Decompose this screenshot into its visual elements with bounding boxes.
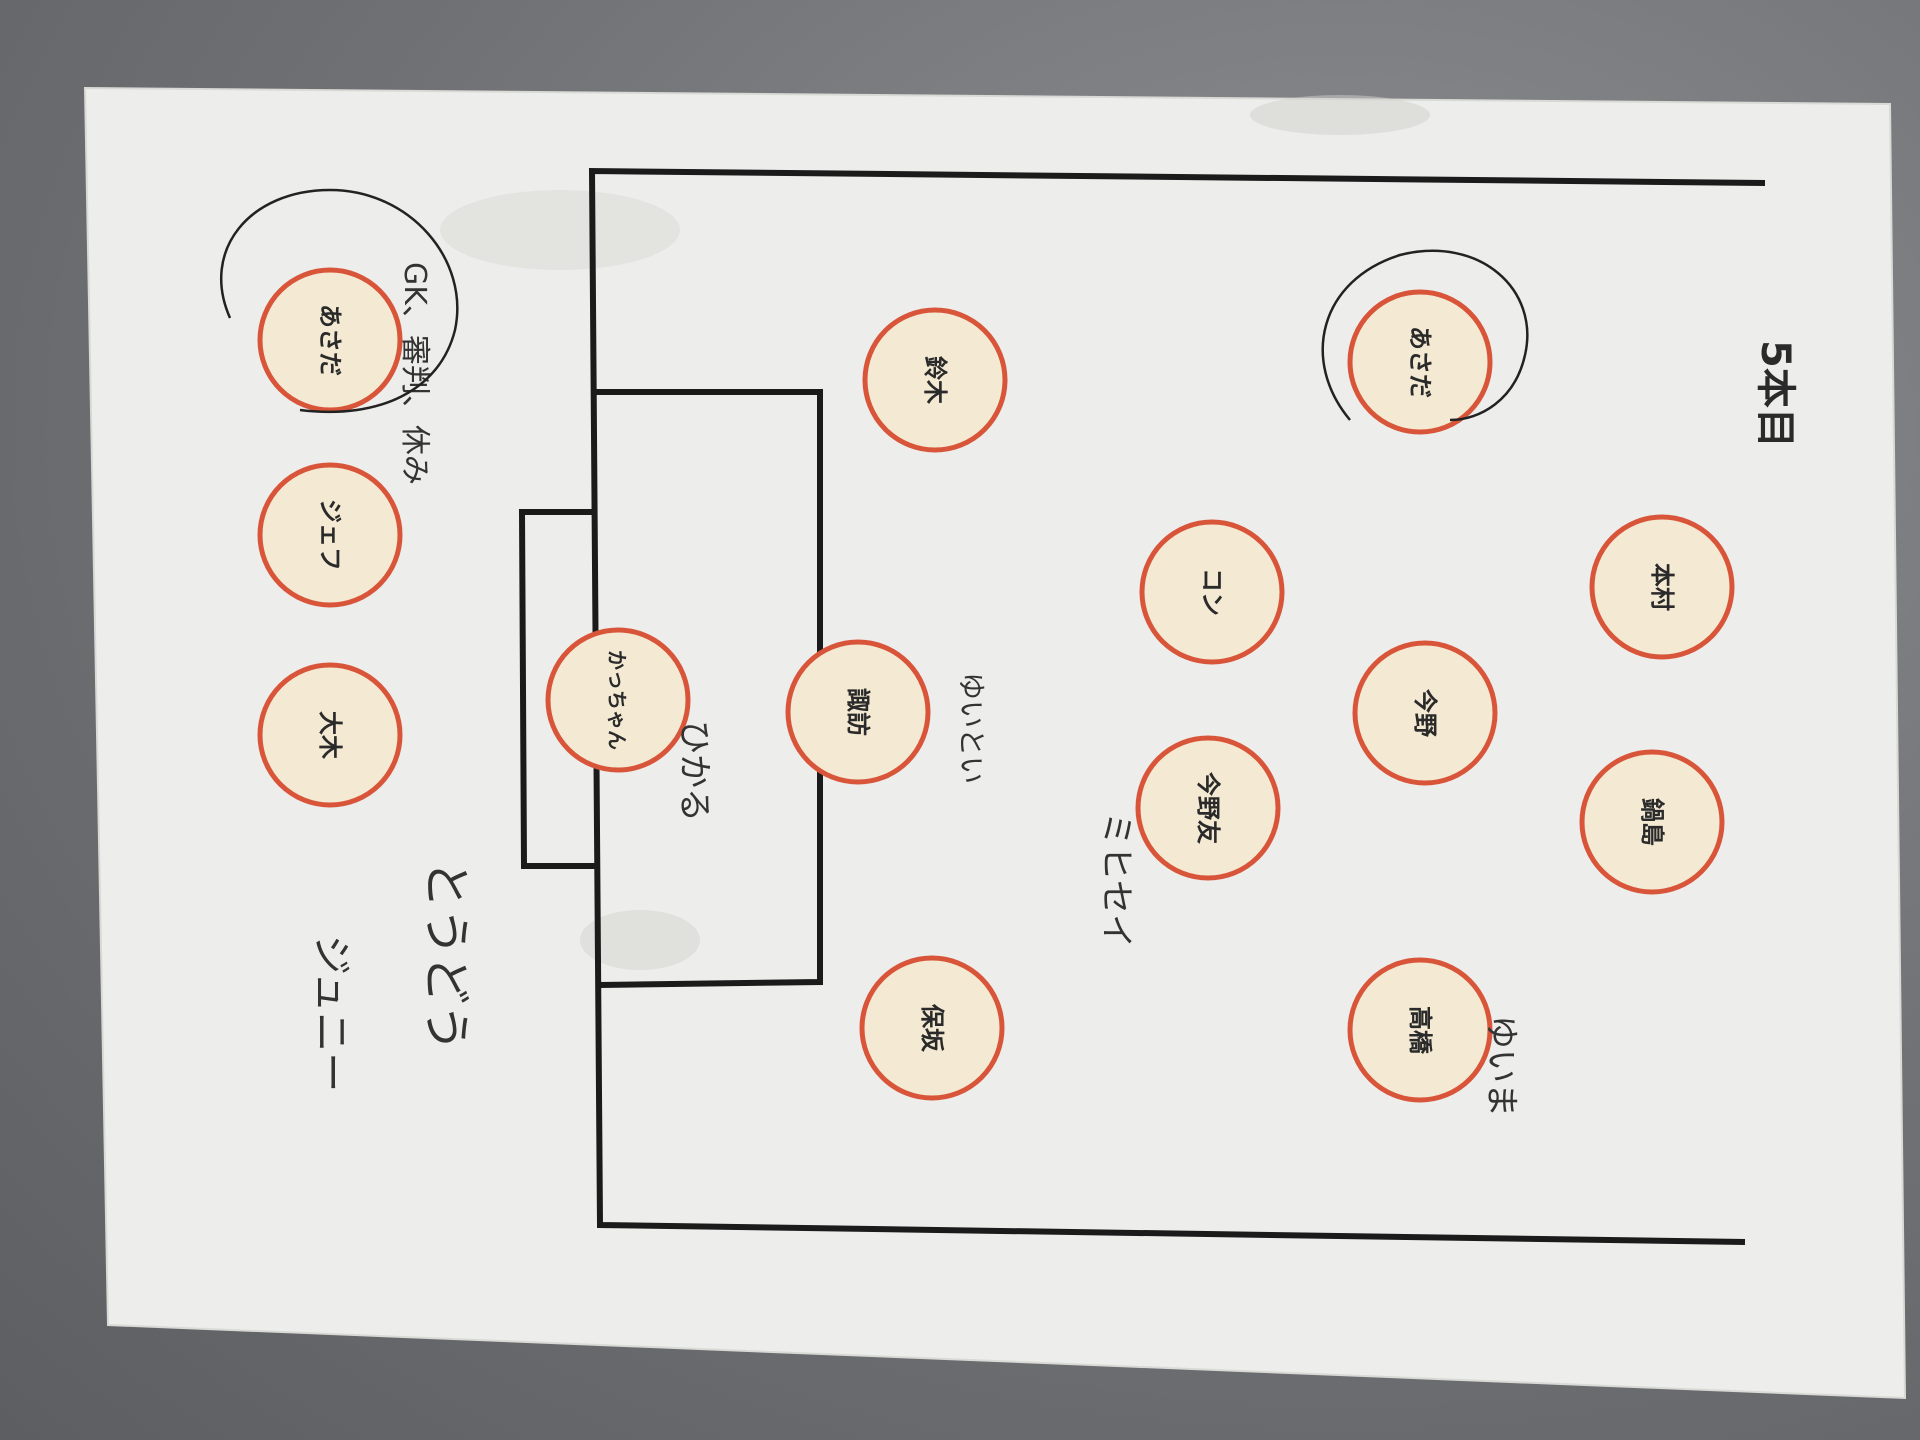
note-near-konno: ミヒセイ xyxy=(1096,812,1136,948)
note-left-of-suwa: ゆいとい xyxy=(955,672,988,784)
pitch-player-name: 今野友 xyxy=(1194,772,1222,844)
pitch-player-name: 今野 xyxy=(1411,689,1439,737)
smudge xyxy=(580,910,700,970)
pitch-player-circle xyxy=(1589,514,1735,660)
pen-mark-circle-top xyxy=(1321,249,1529,422)
bench-player-name: ジェフ xyxy=(316,499,344,571)
pitch-player-name: 鍋島 xyxy=(1638,798,1666,846)
pitch-player-name: 保坂 xyxy=(918,1003,946,1053)
bench-player-circle xyxy=(257,662,403,808)
pitch-player-circle xyxy=(1347,957,1493,1103)
bench-player-circle xyxy=(257,267,403,413)
sheet-heading: 5本目 xyxy=(1752,340,1798,448)
pitch-player-circle xyxy=(785,639,931,785)
pitch-player-name: あさだ xyxy=(1406,326,1434,398)
pitch-player-name: 本村 xyxy=(1648,563,1676,611)
pen-mark-circle-gk xyxy=(219,188,459,414)
pitch-player-circle xyxy=(1139,519,1285,665)
note-gk-area: ひかる xyxy=(674,720,714,822)
pitch-player-circle xyxy=(1347,289,1493,435)
pitch-player-name: 高橋 xyxy=(1406,1006,1434,1055)
bench-player-name: あさだ xyxy=(316,304,344,376)
pitch-player-name: かっちゃん xyxy=(605,650,629,750)
note-takahashi: ゆいま xyxy=(1481,1015,1521,1117)
note-bottom-1: とうどう xyxy=(418,860,474,1052)
pitch-player-circle xyxy=(1352,640,1498,786)
pitch-player-circle xyxy=(1135,735,1281,881)
pitch-player-name: 鈴木 xyxy=(921,356,949,405)
pitch-player-name: コン xyxy=(1198,568,1226,616)
bench-note: GK、審判、休み xyxy=(397,262,432,485)
note-bottom-2: ジュニー xyxy=(308,935,354,1092)
smudge xyxy=(1250,95,1430,135)
pitch-player-circle xyxy=(859,955,1005,1101)
pitch-player-circle xyxy=(862,307,1008,453)
bench-player-circle xyxy=(257,462,403,608)
smudge xyxy=(440,190,680,270)
pitch-player-circle xyxy=(1579,749,1725,895)
pitch-player-name: 諏訪 xyxy=(844,688,872,736)
pitch-player-circle xyxy=(545,627,691,773)
bench-player-name: 大木 xyxy=(316,711,344,760)
goal-area xyxy=(518,509,598,869)
